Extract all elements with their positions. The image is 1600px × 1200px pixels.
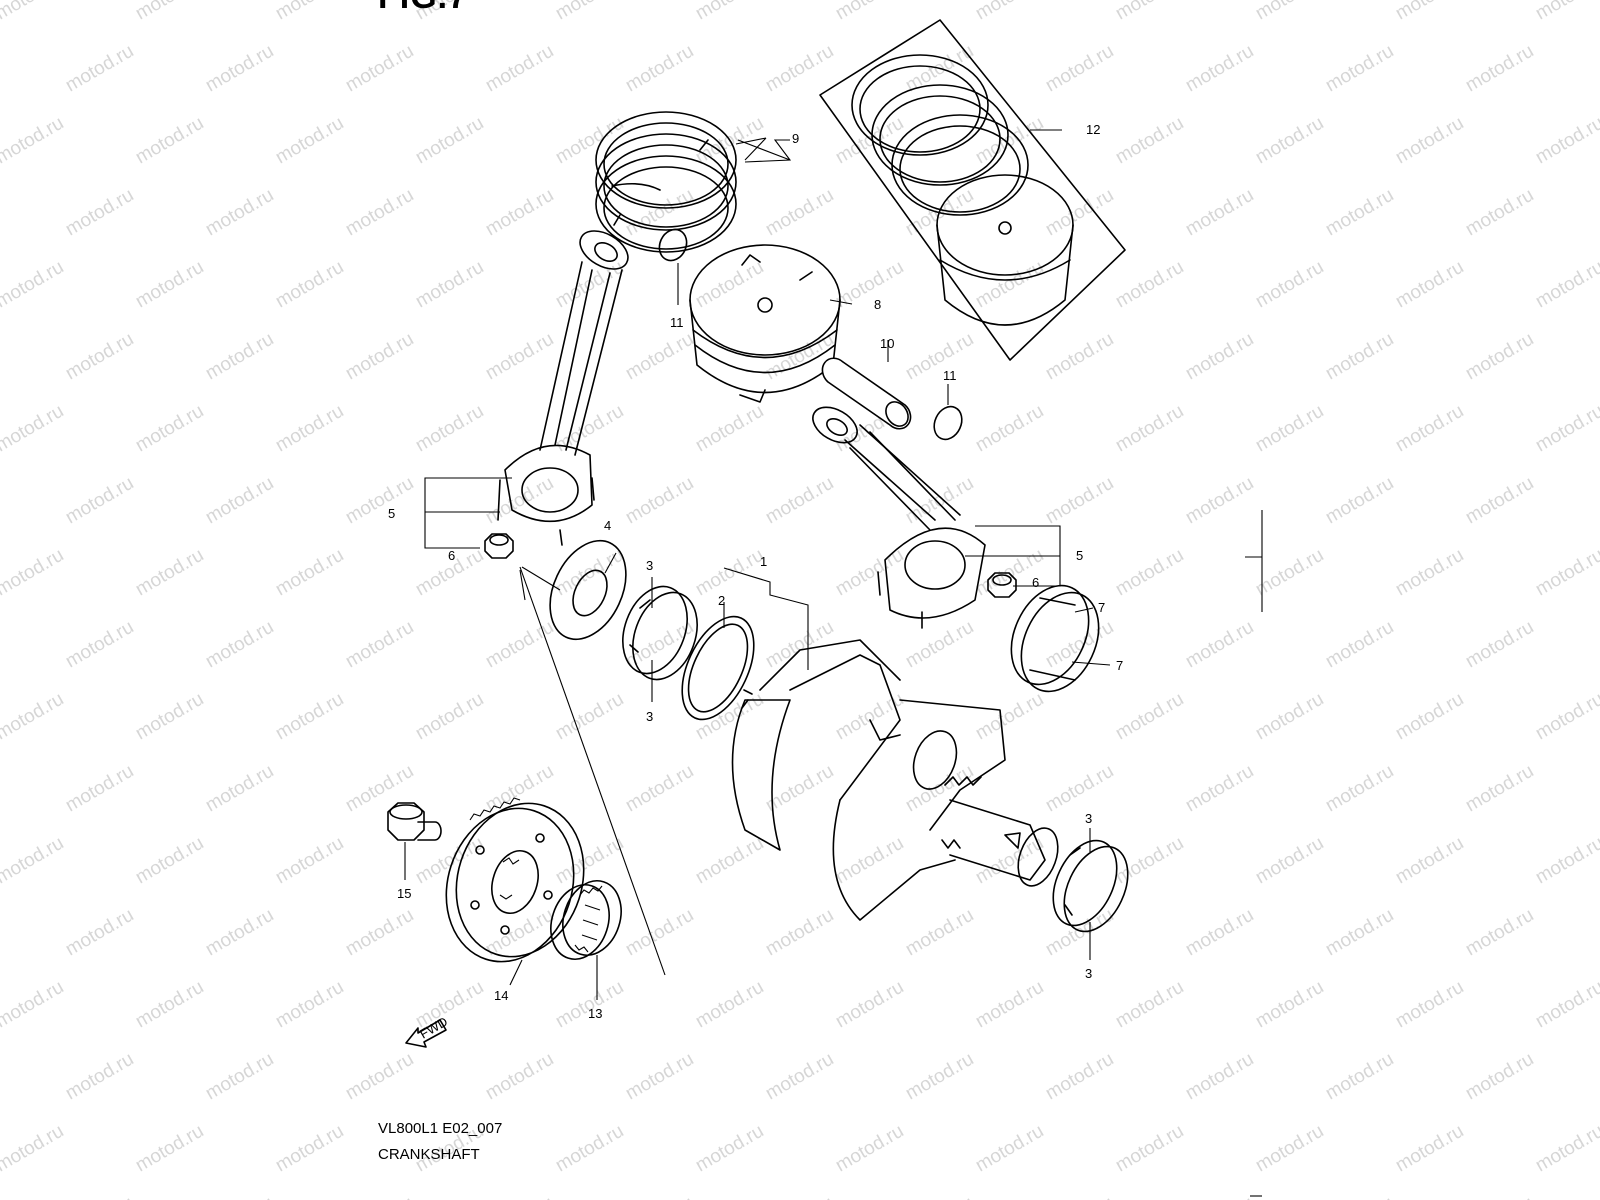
thrust-shim-icon: [681, 615, 755, 721]
bolt-icon: [387, 802, 442, 841]
callout-5a: 5: [388, 506, 395, 521]
callout-3a: 3: [646, 558, 653, 573]
nut-icon: [484, 533, 514, 559]
bearing-icon: [1052, 839, 1129, 933]
callout-6a: 6: [448, 548, 455, 563]
piston-pin-icon: [821, 357, 912, 430]
callout-3d: 3: [1085, 966, 1092, 981]
bearing-icon: [622, 585, 698, 681]
bearing-shell-icon: [1010, 584, 1100, 693]
callout-4: 4: [604, 518, 611, 533]
thrust-washer-icon: [549, 539, 627, 641]
connecting-rod-icon: [812, 406, 986, 629]
callout-11b: 11: [943, 368, 957, 383]
callout-8: 8: [874, 297, 881, 312]
callout-15: 15: [397, 886, 411, 901]
callout-9: 9: [792, 131, 799, 146]
callout-7b: 7: [1116, 658, 1123, 673]
callout-10: 10: [880, 336, 894, 351]
callout-14: 14: [494, 988, 508, 1003]
nut-icon: [987, 572, 1017, 598]
callout-7a: 7: [1098, 600, 1105, 615]
figure-code: VL800L1 E02_007: [378, 1120, 503, 1137]
callout-11a: 11: [670, 315, 684, 330]
crankshaft-icon: [731, 639, 1059, 921]
callout-5b: 5: [1076, 548, 1083, 563]
piston-ring-set-icon: [819, 19, 1126, 361]
leader-lines: [404, 129, 1263, 1000]
callout-3c: 3: [1085, 811, 1092, 826]
callout-12: 12: [1086, 122, 1100, 137]
connecting-rod-icon: [497, 230, 629, 546]
fwd-arrow-icon: FWD: [405, 1014, 450, 1048]
figure-name: CRANKSHAFT: [378, 1146, 480, 1163]
circlip-icon: [933, 405, 963, 441]
drive-gear-icon: [445, 797, 585, 963]
circlip-icon: [658, 228, 688, 262]
callout-2: 2: [718, 593, 725, 608]
piston-rings-icon: [595, 111, 737, 253]
callout-3b: 3: [646, 709, 653, 724]
callout-1: 1: [760, 554, 767, 569]
callout-13: 13: [588, 1006, 602, 1021]
pinion-gear-icon: [550, 880, 622, 960]
figure-title: FIG.7: [378, 0, 468, 17]
piston-icon: [689, 244, 841, 403]
callout-6b: 6: [1032, 575, 1039, 590]
